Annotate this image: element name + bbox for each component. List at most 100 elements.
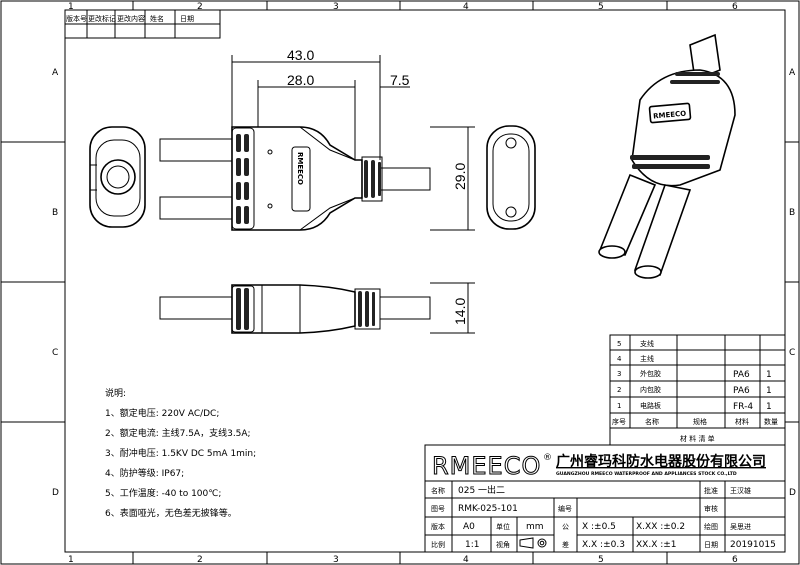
- frame-rows-1: B: [789, 208, 795, 218]
- drawing-stroke: [106, 165, 130, 189]
- drawing-stroke: [244, 182, 249, 200]
- frame-rows-0: A: [52, 68, 59, 78]
- frame-rows-3: D: [789, 488, 796, 498]
- dim-branch-length: 7.5: [390, 72, 410, 88]
- title_block-drawn_value: 吴思进: [730, 523, 751, 531]
- drawing-stroke: [159, 196, 236, 220]
- bom-rows-3-no: 2: [617, 386, 621, 394]
- title_block-drawing_no_label: 图号: [431, 505, 445, 513]
- notes-items-0: 1、额定电压: 220V AC/DC;: [105, 407, 219, 419]
- frame-rows-2: C: [789, 348, 795, 358]
- company-logo: RMEECO: [432, 452, 541, 480]
- bom-rows-2-qty: 1: [766, 370, 772, 380]
- product_mark: RMEECO: [653, 110, 687, 121]
- title_block-name_label: 名称: [431, 486, 445, 495]
- title_block-serial_label: 编号: [558, 504, 572, 513]
- title_block-tol_xx: X.X :±0.3: [582, 540, 625, 550]
- bom-rows-4-no: 1: [617, 402, 621, 410]
- drawing-stroke: [361, 156, 383, 202]
- drawing-stroke: [379, 167, 431, 191]
- drawing-stroke: [634, 265, 662, 279]
- drawing-stroke: [267, 149, 273, 155]
- drawing-stroke: [231, 284, 356, 334]
- dimension-lines: [231, 55, 475, 334]
- bom-headers-1: 名称: [645, 417, 659, 426]
- title_block-tol_x: X :±0.5: [582, 522, 616, 532]
- bom-rows-1-no: 4: [617, 355, 622, 363]
- title_block-tol_label_2: 差: [562, 540, 569, 549]
- notes-items-3: 4、防护等级: IP67;: [105, 467, 184, 479]
- drawing-stroke: [100, 159, 136, 195]
- drawing-stroke: [505, 206, 517, 218]
- dim-main-length: 28.0: [287, 72, 314, 88]
- drawing-stroke: [236, 288, 375, 330]
- frame-rows-3: D: [52, 488, 59, 498]
- notes-items-5: 6、表面哑光，无色差无披锋等。: [105, 507, 237, 519]
- drawing-stroke: [244, 206, 249, 224]
- frame-columns-2: 3: [333, 2, 339, 12]
- top-view: RMEECO: [159, 126, 431, 231]
- dim-width: 29.0: [452, 163, 468, 190]
- bom-title: 材 料 清 单: [680, 434, 715, 443]
- drawing-stroke: [231, 127, 255, 230]
- frame-columns-1: 2: [197, 555, 203, 565]
- drawing-stroke: [236, 134, 381, 224]
- drawing-stroke: [537, 538, 547, 548]
- drawing-stroke: [486, 125, 536, 230]
- revision_table-headers-1: 更改标记: [88, 14, 116, 23]
- frame-columns-4: 5: [598, 2, 604, 12]
- drawing-stroke: [358, 291, 362, 327]
- title_block-scale_value: 1:1: [465, 540, 479, 550]
- bom-rows-0-name: 支线: [640, 339, 654, 348]
- drawing-stroke: [630, 72, 720, 169]
- bom-headers-2: 规格: [693, 417, 707, 426]
- drawing-stroke: [267, 203, 273, 209]
- revision_table-headers-2: 更改内容: [117, 14, 145, 23]
- drawing-stroke: [371, 160, 375, 198]
- isometric-view: RMEECO: [598, 33, 736, 279]
- end-view-left: [89, 126, 146, 228]
- title_block-tol_xxdot: XX.X :±1: [636, 540, 677, 550]
- title_block-tol_xxx: X.XX :±0.2: [636, 522, 685, 532]
- title_block-unit_label: 单位: [496, 522, 510, 531]
- drawing-stroke: [159, 138, 236, 162]
- drawing-stroke: [236, 288, 241, 330]
- drawing-stroke: [236, 134, 241, 152]
- projection-symbol-icon: [519, 537, 547, 549]
- frame-rows-2: C: [52, 348, 58, 358]
- title_block-date_value: 20191015: [730, 540, 776, 550]
- bom-headers-3: 材料: [735, 417, 749, 426]
- drawing-stroke: [159, 296, 241, 320]
- notes: 说明: 1、额定电压: 220V AC/DC; 2、额定电流: 主线7.5A，支…: [105, 387, 256, 519]
- frame-columns-4: 5: [598, 555, 604, 565]
- title_block-approve_label: 批准: [704, 486, 718, 495]
- frame-columns-2: 3: [333, 555, 339, 565]
- bom-rows-2-name: 外包胶: [640, 369, 661, 378]
- drawing-stroke: [354, 288, 381, 330]
- notes-title: 说明:: [105, 387, 126, 399]
- drawing-stroke: [364, 160, 368, 198]
- drawing-stroke: [492, 133, 530, 222]
- title_block-view_label: 视角: [496, 540, 510, 549]
- drawing-stroke: [372, 292, 375, 326]
- drawing-stroke: [236, 206, 241, 224]
- drawing-stroke: [689, 33, 721, 82]
- drawing-stroke: [244, 288, 249, 330]
- frame-columns-0: 1: [68, 2, 74, 12]
- drawing-stroke: [244, 158, 249, 176]
- bom-rows-3-qty: 1: [766, 386, 772, 396]
- frame-columns-3: 4: [463, 2, 469, 12]
- drawing-stroke: [505, 137, 517, 149]
- frame-columns-5: 6: [732, 555, 738, 565]
- drawing-stroke: [632, 164, 710, 169]
- drawing-stroke: [231, 285, 255, 333]
- bom-rows-0-no: 5: [617, 340, 621, 348]
- bom-rows-2-no: 3: [617, 370, 621, 378]
- revision_table-headers-3: 姓名: [150, 14, 164, 23]
- dim-thickness: 14.0: [452, 298, 468, 325]
- title_block-tol_label_1: 公: [562, 523, 569, 531]
